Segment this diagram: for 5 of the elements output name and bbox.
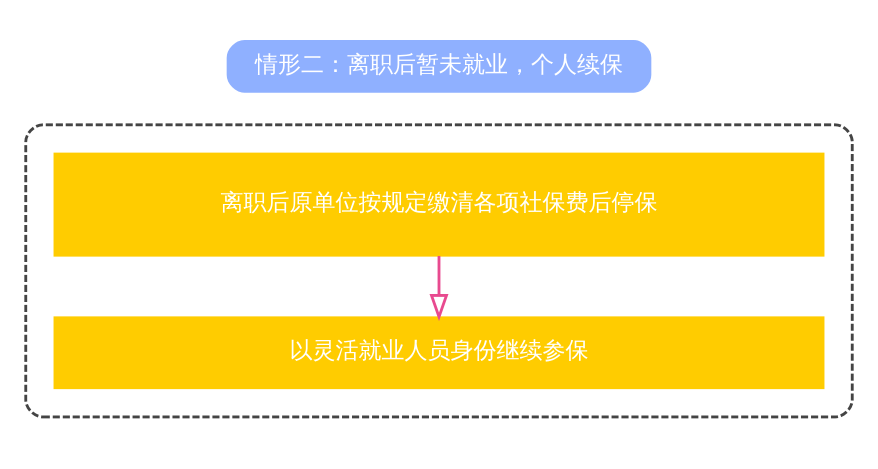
node-box: 离职后原单位按规定缴清各项社保费后停保 (54, 152, 824, 257)
node-box: 以灵活就业人员身份继续参保 (54, 316, 824, 390)
cluster (24, 123, 854, 418)
arrow (430, 256, 448, 322)
node-box: 情形二：离职后暂未就业，个人续保 (226, 40, 652, 93)
